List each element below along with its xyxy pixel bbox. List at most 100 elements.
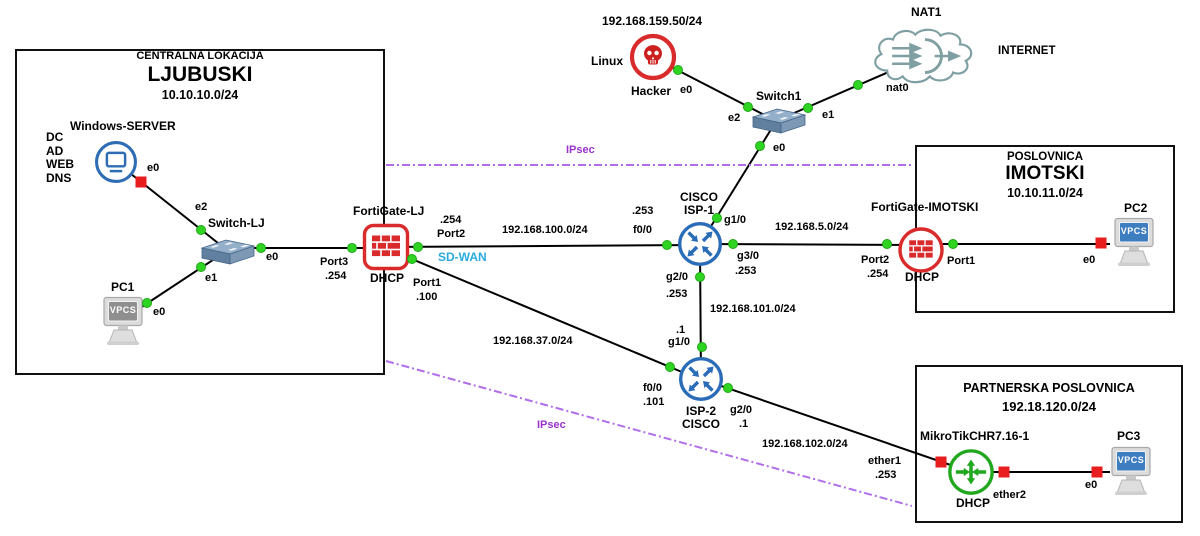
port-label[interactable]: nat0: [886, 82, 909, 94]
port-label[interactable]: g1/0: [724, 214, 747, 226]
link-fortigatelj-isp2[interactable]: [394, 251, 702, 381]
link-subnet-label[interactable]: 192.168.102.0/24: [762, 438, 848, 450]
port-label[interactable]: e1: [822, 109, 835, 121]
node-label-windows-server[interactable]: Windows-SERVER: [70, 119, 176, 133]
link-fortigatelj-isp1[interactable]: [385, 244, 701, 248]
server-role: AD: [46, 143, 64, 158]
port-label[interactable]: e0: [153, 306, 166, 318]
port-status-red: [935, 456, 947, 468]
port-status-green: [882, 239, 892, 249]
port-status-green: [755, 141, 765, 151]
port-status-green: [743, 102, 753, 112]
port-status-green: [413, 242, 423, 252]
port-label[interactable]: Port3: [320, 256, 349, 268]
sdwan-label[interactable]: SD-WAN: [438, 250, 487, 264]
port-ip-label[interactable]: .254: [440, 214, 462, 226]
site-subtitle: CENTRALNA LOKACIJA: [136, 50, 264, 62]
port-ip-label[interactable]: .253: [666, 288, 688, 300]
port-label[interactable]: g2/0: [666, 271, 689, 283]
site-subtitle: POSLOVNICA: [1006, 151, 1084, 163]
node-label-fortigate-lj[interactable]: FortiGate-LJ: [353, 204, 425, 218]
port-status-green: [803, 103, 813, 113]
node-label-switch1[interactable]: Switch1: [756, 89, 802, 103]
node-label-isp2[interactable]: ISP-2 CISCO: [661, 405, 741, 431]
dhcp-label: DHCP: [905, 270, 940, 284]
port-label[interactable]: Port1: [413, 277, 442, 289]
port-label[interactable]: ether1: [868, 455, 902, 467]
port-ip-label[interactable]: .253: [735, 265, 757, 277]
port-label[interactable]: f0/0: [633, 224, 652, 236]
port-label[interactable]: e0: [1085, 479, 1098, 491]
port-label[interactable]: e2: [728, 112, 741, 124]
port-label[interactable]: g3/0: [737, 250, 760, 262]
port-label[interactable]: Port2: [437, 228, 466, 240]
port-status-green: [673, 65, 683, 75]
port-ip-label[interactable]: .1: [739, 418, 749, 430]
node-label-pc1[interactable]: PC1: [111, 280, 135, 294]
site-box-ljubuski[interactable]: [15, 49, 385, 375]
vpcs-screen-label: VPCS: [1120, 226, 1148, 236]
site-title-ljubuski: CENTRALNA LOKACIJA LJUBUSKI 10.10.10.0/2…: [15, 50, 385, 102]
node-label-pc3[interactable]: PC3: [1117, 429, 1141, 443]
port-ip-label[interactable]: .1: [676, 324, 686, 336]
node-label-line: CISCO: [679, 190, 718, 204]
node-label-isp1[interactable]: CISCO ISP-1: [659, 191, 739, 217]
port-ip-label[interactable]: .254: [325, 270, 347, 282]
port-status-green: [347, 243, 357, 253]
site-name: IMOTSKI: [1005, 163, 1085, 184]
port-label[interactable]: e1: [205, 272, 218, 284]
node-label-pc2[interactable]: PC2: [1124, 201, 1148, 215]
hacker-ip-label[interactable]: 192.168.159.50/24: [602, 14, 703, 28]
node-label-switch-lj[interactable]: Switch-LJ: [208, 216, 265, 230]
node-label-nat1[interactable]: NAT1: [911, 5, 942, 19]
server-role: DNS: [46, 170, 72, 185]
ipsec-label-bottom[interactable]: IPsec: [537, 419, 566, 431]
port-ip-label[interactable]: .253: [875, 469, 897, 481]
site-box-partnerska[interactable]: [915, 365, 1183, 523]
port-ip-label[interactable]: .101: [643, 396, 665, 408]
port-label[interactable]: e0: [1083, 254, 1096, 266]
port-status-green: [407, 254, 417, 264]
port-label[interactable]: g1/0: [668, 336, 691, 348]
node-label-hacker[interactable]: Hacker: [631, 84, 672, 98]
node-label-linux[interactable]: Linux: [591, 54, 623, 68]
node-label-line: CISCO: [681, 417, 720, 431]
port-status-green: [697, 342, 707, 352]
port-label[interactable]: e0: [680, 84, 693, 96]
link-subnet-label[interactable]: 192.168.100.0/24: [502, 224, 588, 236]
port-status-green: [723, 383, 733, 393]
port-status-green: [712, 213, 722, 223]
port-ip-label[interactable]: .254: [867, 268, 889, 280]
port-status-red: [1091, 466, 1103, 478]
port-label[interactable]: f0/0: [643, 382, 662, 394]
internet-label: INTERNET: [998, 45, 1056, 57]
port-label[interactable]: g2/0: [730, 404, 753, 416]
port-label[interactable]: ether2: [993, 489, 1027, 501]
port-label[interactable]: e0: [266, 251, 279, 263]
link-subnet-label[interactable]: 192.168.5.0/24: [775, 221, 849, 233]
port-label[interactable]: e0: [147, 162, 160, 174]
port-ip-label[interactable]: .253: [632, 205, 654, 217]
port-ip-label[interactable]: .100: [416, 291, 438, 303]
node-label-fortigate-imotski[interactable]: FortiGate-IMOTSKI: [871, 200, 979, 214]
vpcs-screen-label: VPCS: [1117, 455, 1145, 465]
link-server-switchlj[interactable]: [115, 161, 229, 252]
port-status-green: [728, 239, 738, 249]
port-label[interactable]: Port2: [861, 254, 890, 266]
ipsec-tunnel-bottom[interactable]: [385, 360, 913, 507]
link-isp2-mikrotik[interactable]: [700, 378, 972, 473]
link-subnet-label[interactable]: 192.168.37.0/24: [493, 335, 573, 347]
dhcp-label: DHCP: [956, 496, 991, 510]
port-label[interactable]: e2: [195, 201, 208, 213]
node-label-mikrotik[interactable]: MikroTikCHR7.16-1: [920, 429, 1030, 443]
node-label-line: ISP-2: [685, 404, 716, 418]
port-label[interactable]: Port1: [947, 255, 976, 267]
port-status-green: [948, 239, 958, 249]
port-status-green: [256, 243, 266, 253]
site-subnet: 10.10.11.0/24: [1007, 185, 1083, 200]
port-status-red: [1095, 237, 1107, 249]
link-subnet-label[interactable]: 192.168.101.0/24: [710, 303, 796, 315]
port-status-green: [853, 80, 863, 90]
port-label[interactable]: e0: [773, 142, 786, 154]
ipsec-label-top[interactable]: IPsec: [566, 144, 595, 156]
